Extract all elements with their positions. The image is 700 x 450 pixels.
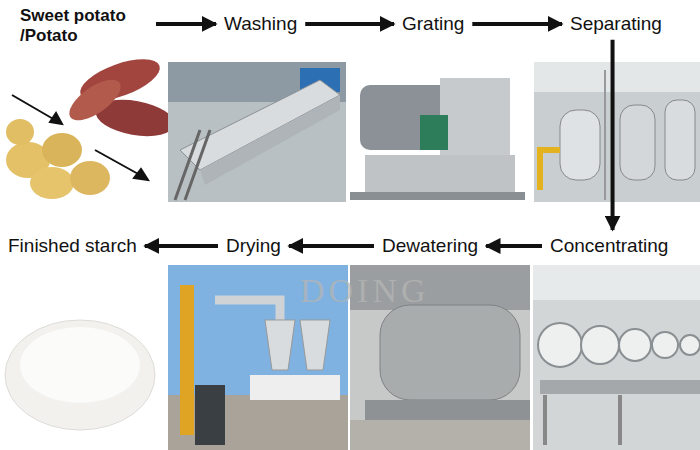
step-text: Separating — [570, 13, 662, 35]
step-label: Drying — [224, 234, 283, 258]
photo-frame — [534, 62, 700, 202]
photo-frame — [349, 62, 531, 202]
watermark: DOING — [300, 272, 430, 310]
sweet-potato — [63, 72, 127, 128]
step-text: Concentrating — [550, 235, 668, 257]
step-text: Washing — [224, 13, 297, 35]
flow-arrow — [156, 22, 216, 26]
step-text: Finished starch — [8, 235, 137, 257]
flow-arrow — [611, 40, 615, 230]
flow-arrow — [289, 244, 374, 248]
photo-frame — [0, 265, 165, 450]
step-text: Dewatering — [382, 235, 478, 257]
photo-frame — [533, 265, 700, 450]
step-label: Dewatering — [380, 234, 480, 258]
step-label: Separating — [568, 12, 664, 36]
potato — [30, 167, 74, 199]
flow-arrow — [145, 244, 218, 248]
step-label: Grating — [400, 12, 466, 36]
step-text: Sweet potato /Potato — [20, 6, 148, 45]
flow-arrow — [472, 22, 562, 26]
step-label: Concentrating — [548, 234, 670, 258]
step-label: Washing — [222, 12, 299, 36]
step-text: Grating — [402, 13, 464, 35]
potato — [70, 161, 110, 195]
step-text: Drying — [226, 235, 281, 257]
flow-arrow — [305, 22, 394, 26]
photo-frame — [168, 62, 346, 202]
potato — [42, 133, 82, 167]
potato — [6, 119, 34, 145]
step-label: Sweet potato /Potato — [18, 5, 150, 46]
step-label: Finished starch — [6, 234, 139, 258]
flow-arrow — [486, 244, 542, 248]
photo-arrows — [12, 95, 148, 180]
